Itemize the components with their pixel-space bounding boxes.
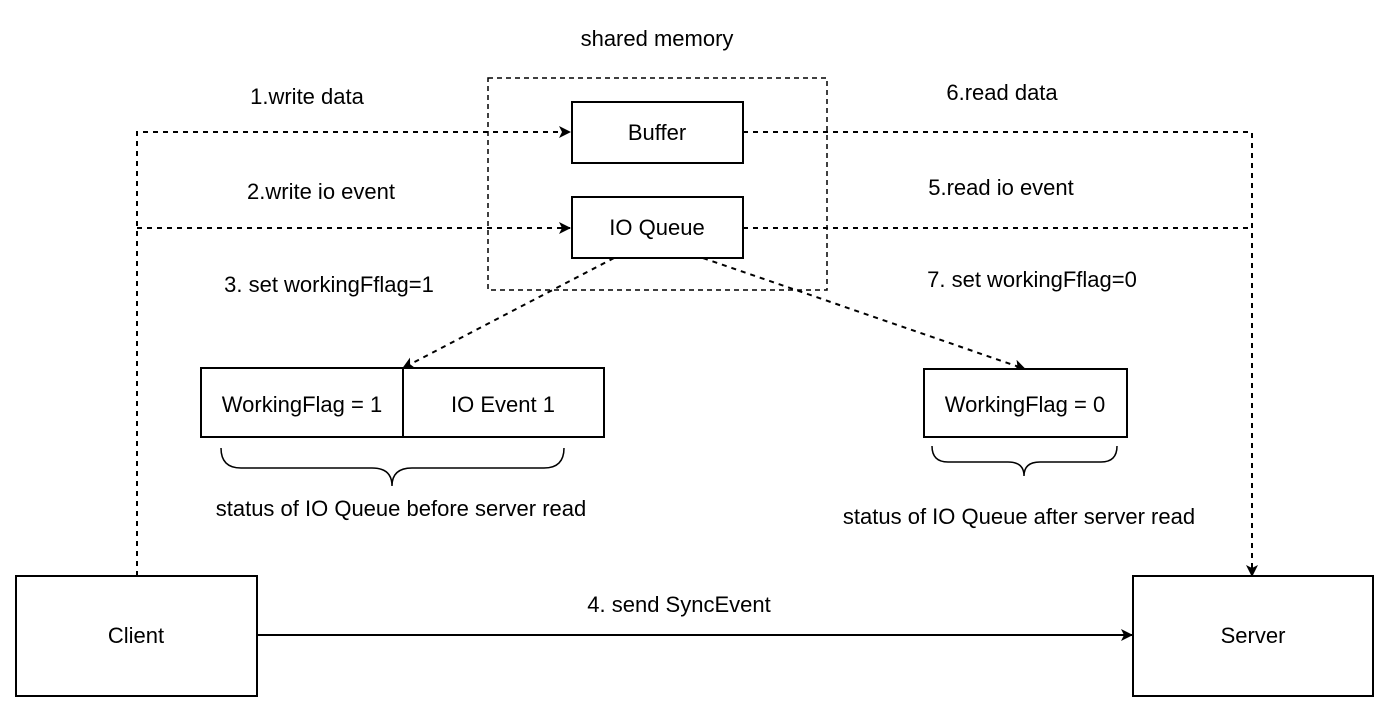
after-caption: status of IO Queue after server read xyxy=(843,504,1195,529)
buffer-label: Buffer xyxy=(628,120,686,145)
shared-memory-label: shared memory xyxy=(581,26,734,51)
shared-memory-region xyxy=(487,77,828,291)
send-sync-event-label: 4. send SyncEvent xyxy=(587,592,770,617)
write-data-arrow xyxy=(136,126,571,576)
io-event-box xyxy=(402,367,605,438)
read-data-arrow xyxy=(743,131,1258,577)
server-box xyxy=(1132,575,1374,697)
io-event-label: IO Event 1 xyxy=(451,392,555,417)
set-flag-0-arrow xyxy=(702,257,1026,372)
buffer-box xyxy=(571,101,744,164)
set-flag-0-label: 7. set workingFflag=0 xyxy=(927,267,1137,292)
before-caption: status of IO Queue before server read xyxy=(216,496,587,521)
set-flag-1-arrow xyxy=(402,257,615,369)
read-io-event-label: 5.read io event xyxy=(928,175,1074,200)
io-queue-label: IO Queue xyxy=(609,215,704,240)
working-flag-after-label: WorkingFlag = 0 xyxy=(945,392,1105,417)
io-queue-box xyxy=(571,196,744,259)
working-flag-before-box xyxy=(200,367,404,438)
read-data-label: 6.read data xyxy=(946,80,1058,105)
write-io-event-label: 2.write io event xyxy=(247,179,395,204)
client-box xyxy=(15,575,258,697)
server-label: Server xyxy=(1221,623,1286,648)
working-flag-after-box xyxy=(923,368,1128,438)
client-label: Client xyxy=(108,623,164,648)
working-flag-before-label: WorkingFlag = 1 xyxy=(222,392,382,417)
set-flag-1-label: 3. set workingFflag=1 xyxy=(224,272,434,297)
write-data-label: 1.write data xyxy=(250,84,364,109)
after-brace xyxy=(931,445,1118,477)
before-brace xyxy=(220,447,565,487)
